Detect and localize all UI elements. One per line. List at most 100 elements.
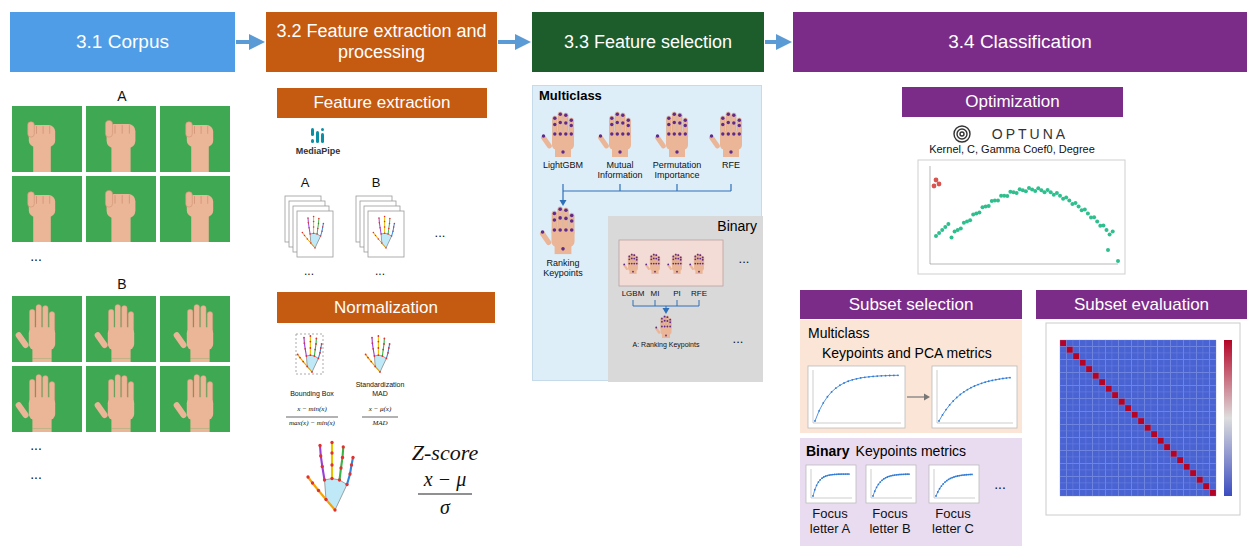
- matrix-cell: [1197, 425, 1204, 432]
- matrix-cell: [1171, 405, 1178, 412]
- matrix-cell: [1119, 340, 1126, 347]
- circle-shape: [872, 495, 874, 497]
- rect-shape: [539, 230, 552, 246]
- chart-point: [950, 235, 954, 239]
- matrix-cell: [1080, 425, 1087, 432]
- label-text: x − min(x): [297, 405, 327, 413]
- keypoint-dot: [669, 319, 671, 321]
- matrix-cell: [1197, 457, 1204, 464]
- label-text: ...: [733, 332, 744, 347]
- keypoint-dot: [382, 349, 384, 351]
- rect-shape: [628, 262, 638, 271]
- matrix-cell: [1086, 457, 1093, 464]
- hand-figure: [689, 254, 704, 274]
- matrix-cell: [1190, 379, 1197, 386]
- matrix-cell: [1086, 360, 1093, 367]
- keypoint-dot: [675, 263, 677, 265]
- matrix-cell: [1197, 353, 1204, 360]
- circle-shape: [843, 382, 845, 384]
- keypoint-dot: [387, 352, 389, 354]
- keypoint-dot: [322, 226, 324, 228]
- chart-point: [987, 204, 991, 208]
- circle-shape: [814, 489, 816, 491]
- matrix-cell: [1197, 483, 1204, 490]
- matrix-cell: [1203, 438, 1210, 445]
- matrix-cell: [1151, 392, 1158, 399]
- matrix-cell: [1190, 438, 1197, 445]
- circle-shape: [942, 414, 944, 416]
- merge-line: [730, 184, 731, 191]
- keypoint-dot: [378, 335, 380, 337]
- matrix-cell: [1184, 360, 1191, 367]
- circle-shape: [827, 396, 829, 398]
- keypoint-dot: [610, 123, 613, 126]
- matrix-cell: [1145, 412, 1152, 419]
- matrix-cell: [1106, 470, 1113, 477]
- matrix-cell: [1067, 379, 1074, 386]
- rect-shape: [597, 134, 610, 149]
- keypoint-dot: [306, 355, 308, 357]
- keypoint-dot: [386, 358, 388, 360]
- matrix-cell: [1112, 470, 1119, 477]
- merge-line: [619, 184, 620, 191]
- matrix-cell: [1197, 431, 1204, 438]
- matrix-cell: [1060, 399, 1067, 406]
- polyline-shape: [340, 447, 344, 480]
- circle-shape: [901, 474, 903, 476]
- matrix-cell: [1138, 366, 1145, 373]
- matrix-cell: [1099, 477, 1106, 484]
- circle-shape: [948, 479, 950, 481]
- matrix-cell: [1145, 438, 1152, 445]
- matrix-cell: [1164, 347, 1171, 354]
- matrix-cell: [1164, 340, 1171, 347]
- keypoint-dot: [313, 221, 315, 223]
- matrix-cell: [1177, 457, 1184, 464]
- keypoint-dot: [628, 263, 630, 265]
- matrix-cell: [1112, 483, 1119, 490]
- matrix-cell: [1190, 477, 1197, 484]
- label-text: A: [301, 176, 310, 191]
- matrix-cell: [1184, 438, 1191, 445]
- matrix-cell: [1112, 431, 1119, 438]
- matrix-cell: [1086, 405, 1093, 412]
- rect-shape: [33, 143, 51, 172]
- matrix-cell: [1190, 412, 1197, 419]
- keypoint-dot: [323, 478, 326, 481]
- label-text: Z-score: [412, 440, 478, 465]
- matrix-cell: [1177, 399, 1184, 406]
- chart-thumbnail: [806, 465, 856, 503]
- matrix-cell: [1190, 490, 1197, 497]
- matrix-cell: [1138, 412, 1145, 419]
- matrix-cell: [1106, 483, 1113, 490]
- circle-shape: [956, 397, 958, 399]
- circle-shape: [974, 385, 976, 387]
- matrix-cell: [1210, 412, 1217, 419]
- matrix-cell: [1158, 438, 1165, 445]
- keypoint-dot: [342, 445, 345, 448]
- label-text: max(x) − min(x): [289, 419, 335, 427]
- matrix-cell: [1073, 438, 1080, 445]
- keypoint-dot: [610, 132, 613, 135]
- keypoint-dot: [341, 456, 344, 459]
- circle-shape: [1002, 378, 1004, 380]
- matrix-cell: [1119, 470, 1126, 477]
- matrix-cell: [1164, 405, 1171, 412]
- matrix-cell: [1067, 386, 1074, 393]
- label-text: ...: [435, 226, 446, 241]
- keypoint-dot: [378, 341, 380, 343]
- keypoint-dot: [302, 361, 304, 363]
- keypoint-dot: [304, 235, 306, 237]
- chart-point: [1106, 248, 1110, 252]
- line-shape: [813, 423, 901, 424]
- keypoint-dot: [384, 226, 386, 228]
- matrix-cell: [1073, 425, 1080, 432]
- keypoint-dot: [313, 226, 315, 228]
- matrix-cell: [1190, 373, 1197, 380]
- rect-shape: [689, 264, 695, 271]
- circle-shape: [960, 474, 962, 476]
- keypoint-dot: [306, 475, 309, 478]
- matrix-cell: [1171, 483, 1178, 490]
- keypoint-dot: [727, 113, 730, 116]
- matrix-cell: [1125, 451, 1132, 458]
- matrix-cell: [1112, 347, 1119, 354]
